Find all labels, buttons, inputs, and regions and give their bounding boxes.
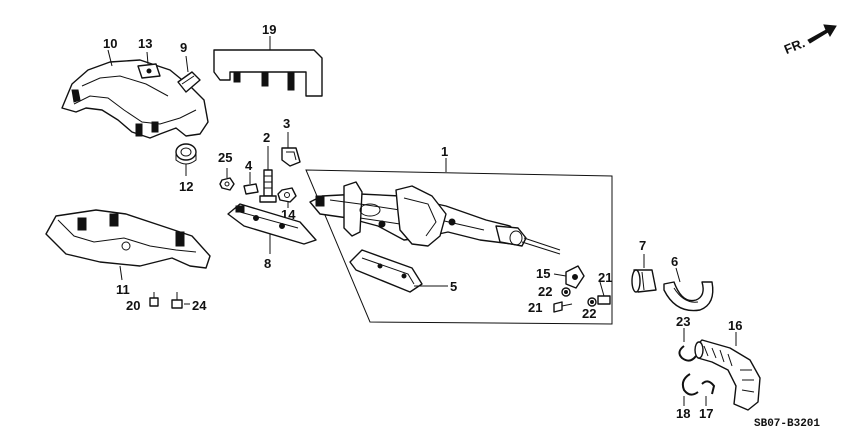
clamp-6 [663, 281, 714, 312]
nut-25 [219, 177, 235, 191]
label-23: 23 [676, 314, 690, 329]
bolt-21b [597, 281, 611, 305]
label-7: 7 [639, 238, 646, 253]
label-10: 10 [103, 36, 117, 51]
bracket-clip-15 [565, 265, 585, 289]
front-label: FR. [782, 35, 807, 57]
screw-24 [171, 292, 183, 309]
bracket-clip-3 [281, 147, 301, 167]
label-6: 6 [671, 254, 678, 269]
cushion-piece [177, 71, 201, 93]
steering-column-assembly [309, 181, 561, 255]
label-13: 13 [138, 36, 152, 51]
label-4: 4 [245, 158, 253, 173]
label-25: 25 [218, 150, 232, 165]
cover-clip [137, 63, 161, 79]
trim-strip [213, 49, 323, 97]
label-3: 3 [283, 116, 290, 131]
label-15: 15 [536, 266, 550, 281]
washer-22a [561, 287, 571, 297]
upper-column-cover [61, 59, 209, 139]
bolt-21a [553, 301, 573, 313]
lower-column-cover [45, 209, 211, 269]
label-5: 5 [450, 279, 457, 294]
label-24: 24 [192, 298, 207, 313]
front-arrow-icon [807, 24, 837, 44]
snap-ring-23 [678, 345, 697, 362]
label-19: 19 [262, 22, 276, 37]
label-18: 18 [676, 406, 690, 421]
screw-20 [149, 292, 159, 307]
bolt-4 [243, 183, 259, 195]
label-9: 9 [180, 40, 187, 55]
clip-ring-18 [681, 373, 699, 396]
label-22b: 22 [582, 306, 596, 321]
bolt-2 [259, 169, 277, 203]
nut-14 [277, 187, 297, 203]
label-2: 2 [263, 130, 270, 145]
label-20: 20 [126, 298, 140, 313]
mounting-bracket [227, 203, 317, 245]
label-21b: 21 [598, 270, 612, 285]
diagram-code: SB07-B3201 [754, 418, 820, 430]
label-21a: 21 [528, 300, 542, 315]
bushing-7 [631, 269, 657, 293]
washer-22b [587, 297, 597, 307]
band-clamp-17 [701, 380, 716, 395]
label-11: 11 [116, 282, 130, 297]
label-22a: 22 [538, 284, 552, 299]
label-8: 8 [264, 256, 271, 271]
label-1: 1 [441, 144, 448, 159]
lower-bracket [349, 249, 423, 293]
ring-collar [175, 143, 197, 165]
boot-16 [694, 339, 761, 411]
label-17: 17 [699, 406, 713, 421]
label-16: 16 [728, 318, 742, 333]
label-12: 12 [179, 179, 193, 194]
